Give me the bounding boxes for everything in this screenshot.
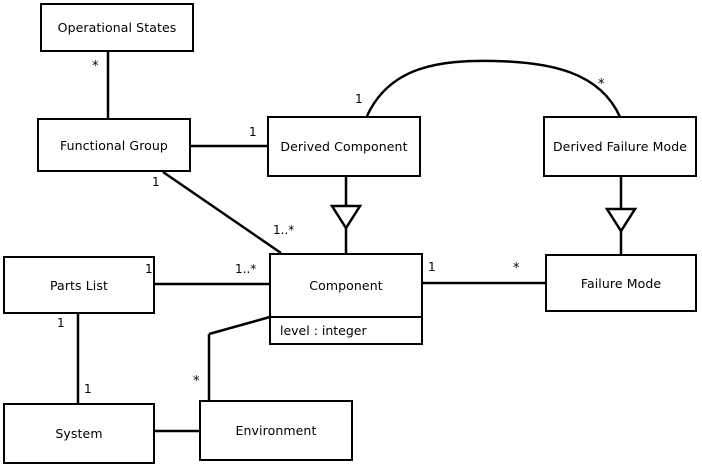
- generalization-triangle-component: [329, 204, 363, 231]
- multiplicity-derived-failure-mode-arc: *: [598, 77, 605, 92]
- multiplicity-operational-states: *: [92, 59, 99, 74]
- class-box-derived-component[interactable]: Derived Component: [267, 116, 421, 177]
- multiplicity-parts-list-system-top: 1: [57, 316, 65, 330]
- class-box-component[interactable]: Component level : integer: [269, 253, 423, 345]
- multiplicity-functional-group-derived-component: 1: [249, 125, 257, 139]
- class-box-functional-group[interactable]: Functional Group: [37, 118, 191, 172]
- connector-environment-component-diagonal: [208, 315, 271, 336]
- multiplicity-component-failure-mode-left: 1: [428, 260, 436, 274]
- class-box-operational-states[interactable]: Operational States: [40, 3, 194, 52]
- class-name-functional-group: Functional Group: [60, 137, 168, 153]
- class-name-parts-list: Parts List: [49, 277, 108, 293]
- class-box-parts-list[interactable]: Parts List: [3, 256, 155, 314]
- class-name-failure-mode: Failure Mode: [580, 275, 662, 291]
- multiplicity-functional-group-component: 1..*: [273, 223, 295, 237]
- class-box-derived-failure-mode[interactable]: Derived Failure Mode: [543, 116, 697, 177]
- class-name-derived-component: Derived Component: [280, 139, 408, 154]
- class-name-operational-states: Operational States: [57, 20, 177, 35]
- generalization-triangle-failure-mode: [604, 207, 638, 234]
- multiplicity-derived-component-left: 1: [355, 92, 363, 106]
- class-box-environment[interactable]: Environment: [199, 400, 353, 461]
- connector-functional-group-component: [162, 170, 282, 255]
- class-name-derived-failure-mode: Derived Failure Mode: [552, 139, 688, 154]
- multiplicity-parts-list-component: 1..*: [235, 262, 257, 276]
- multiplicity-parts-list-right: 1: [145, 262, 153, 276]
- multiplicity-functional-group-bottom: 1: [152, 175, 160, 189]
- multiplicity-environment-component: *: [193, 374, 200, 389]
- class-attribute-component-level: level : integer: [271, 316, 421, 343]
- class-name-environment: Environment: [235, 423, 317, 438]
- class-name-system: System: [55, 426, 103, 441]
- class-box-failure-mode[interactable]: Failure Mode: [545, 254, 697, 312]
- class-box-system[interactable]: System: [3, 403, 155, 464]
- multiplicity-parts-list-system-bottom: 1: [84, 382, 92, 396]
- multiplicity-component-failure-mode-right: *: [513, 261, 520, 276]
- class-name-component: Component: [309, 278, 383, 293]
- connector-derived-component-derived-failure-mode-arc: [365, 59, 622, 118]
